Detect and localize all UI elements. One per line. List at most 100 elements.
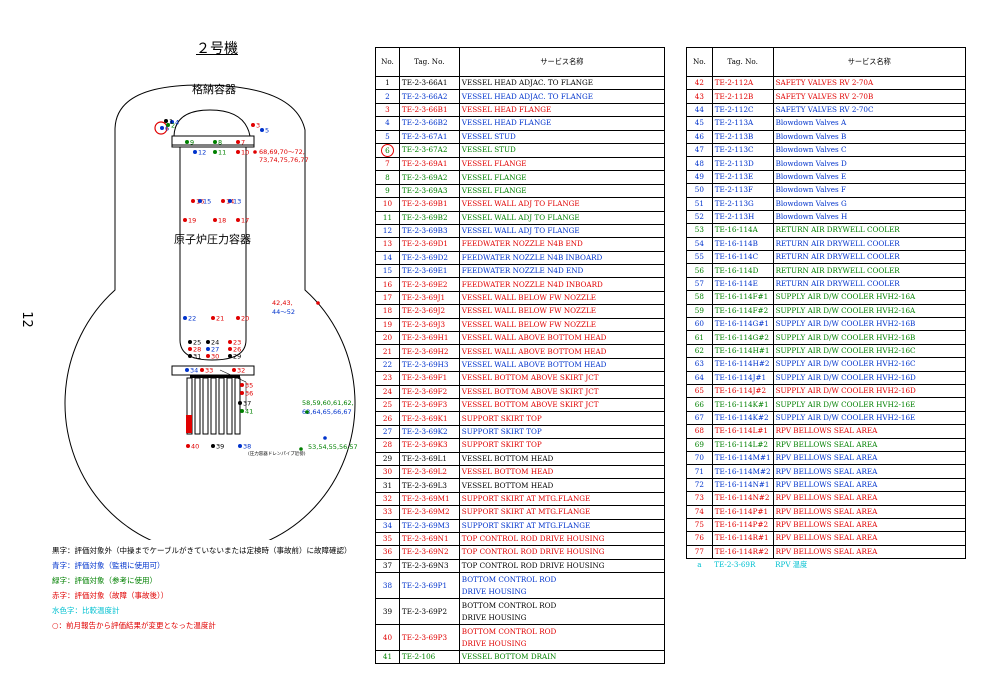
cell-tag: TE-2-112C bbox=[711, 102, 774, 118]
point-label: 17 bbox=[241, 217, 249, 225]
point-11: 11 bbox=[213, 149, 226, 157]
cell-tag: TE-2-3-69A2 bbox=[398, 170, 460, 185]
page-number: 12 bbox=[18, 311, 34, 328]
table-row-extra: a TE-2-3-69R RPV 温度 bbox=[687, 559, 966, 572]
point-18: 18 bbox=[213, 217, 226, 225]
cell-service: VESSEL WALL ABOVE BOTTOM HEAD bbox=[458, 344, 666, 359]
cell-service: Blowdown Valves D bbox=[772, 156, 967, 171]
cell-no: 33 bbox=[375, 505, 400, 520]
cell-tag: TE-2-3-69J1 bbox=[398, 290, 460, 306]
point-dot bbox=[213, 218, 217, 222]
point-27: 27 bbox=[206, 346, 219, 354]
point-label: 13 bbox=[233, 198, 241, 206]
cell-service: Blowdown Valves B bbox=[772, 129, 967, 144]
point-17: 17 bbox=[236, 217, 249, 225]
legend-item: 緑字：評価対象（参考に使用） bbox=[52, 576, 157, 585]
cell-service: RPV BELLOWS SEAL AREA bbox=[772, 517, 967, 533]
point-label: 39 bbox=[216, 443, 224, 451]
cell-tag: TE-2-3-69F3 bbox=[398, 397, 460, 413]
cell-no: 25 bbox=[375, 397, 400, 413]
cell-tag: TE-2-113E bbox=[711, 169, 774, 185]
legend: 黒字：評価対象外（中操までケーブルがきていないまたは定検時（事故前）に故障確認）… bbox=[52, 543, 352, 633]
cell-service: RETURN AIR DRYWELL COOLER bbox=[772, 250, 967, 265]
cell-service: SUPPLY AIR D/W COOLER HVH2-16B bbox=[772, 317, 967, 332]
cell-tag: TE-2-3-69N1 bbox=[398, 531, 460, 547]
cell-no: 54 bbox=[686, 236, 713, 252]
cell-no: 56 bbox=[686, 263, 713, 278]
cell-no: 41 bbox=[375, 650, 400, 665]
cell-tag: TE-2-3-69B3 bbox=[398, 223, 460, 239]
point-dot bbox=[238, 444, 242, 448]
point-2: 2 bbox=[166, 122, 175, 130]
cell-service: VESSEL FLANGE bbox=[458, 156, 666, 172]
point-40: 40 bbox=[186, 443, 199, 451]
col-header-service: サービス名称 bbox=[458, 47, 666, 77]
changed-circle-marker: 6 bbox=[380, 144, 394, 157]
cell-tag: TE-2-113C bbox=[711, 142, 774, 158]
cell-no: 71 bbox=[686, 464, 713, 479]
point-dot bbox=[213, 140, 217, 144]
cell-no: 66 bbox=[686, 397, 713, 412]
point-label: 36 bbox=[245, 390, 253, 398]
cell-tag: TE-16-114N#1 bbox=[711, 477, 774, 493]
cell-no: 24 bbox=[375, 384, 400, 399]
point-37: 37 bbox=[238, 400, 251, 408]
cell-no: 22 bbox=[375, 357, 400, 373]
point-24: 24 bbox=[206, 339, 219, 347]
point-dot bbox=[238, 401, 242, 405]
cell-no: 50 bbox=[686, 183, 713, 198]
cell-service: FEEDWATER NOZZLE N4B END bbox=[458, 237, 666, 252]
cell-tag: TE-16-114H#1 bbox=[711, 343, 774, 359]
cell-tag: TE-2-106 bbox=[398, 650, 460, 665]
point-34: 34 bbox=[185, 367, 198, 375]
point-5: 5 bbox=[260, 127, 269, 135]
point-label: 37 bbox=[243, 400, 251, 408]
cell-no: 37 bbox=[375, 558, 400, 574]
cell-tag: TE-16-114F#1 bbox=[711, 290, 774, 305]
cell-service: RETURN AIR DRYWELL COOLER bbox=[772, 263, 967, 278]
cell-tag: TE-2-3-69J3 bbox=[398, 317, 460, 333]
point-label: 11 bbox=[218, 149, 226, 157]
cell-no: 52 bbox=[686, 209, 713, 225]
rpv-label: 原子炉圧力容器 bbox=[174, 232, 251, 246]
point-dot bbox=[236, 218, 240, 222]
cell-tag: TE-2-113H bbox=[711, 209, 774, 225]
cell-tag: TE-2-3-69H2 bbox=[398, 344, 460, 359]
cell-service: RPV BELLOWS SEAL AREA bbox=[772, 450, 967, 466]
cell-no: 53 bbox=[686, 223, 713, 238]
cell-tag: TE-2-3-67A2 bbox=[398, 142, 460, 158]
cell-service: SUPPORT SKIRT TOP bbox=[458, 411, 666, 426]
cell-tag: TE-2-3-69D1 bbox=[398, 237, 460, 252]
cell-service: VESSEL BOTTOM HEAD bbox=[458, 464, 666, 480]
containment-label: 格納容器 bbox=[192, 82, 236, 96]
cell-no: 20 bbox=[375, 331, 400, 346]
legend-item: 水色字：比較温度計 bbox=[52, 606, 120, 615]
cell-tag: TE-16-114D bbox=[711, 263, 774, 278]
cell-tag: TE-2-3-69R bbox=[714, 560, 756, 570]
point-7: 7 bbox=[236, 139, 245, 147]
changed-marker-circle bbox=[154, 121, 168, 135]
point-dot bbox=[170, 120, 174, 124]
cell-service: RPV BELLOWS SEAL AREA bbox=[772, 531, 967, 546]
cell-service: RPV BELLOWS SEAL AREA bbox=[772, 464, 967, 479]
cell-tag: TE-2-3-66B2 bbox=[398, 116, 460, 131]
point-dot bbox=[191, 199, 195, 203]
